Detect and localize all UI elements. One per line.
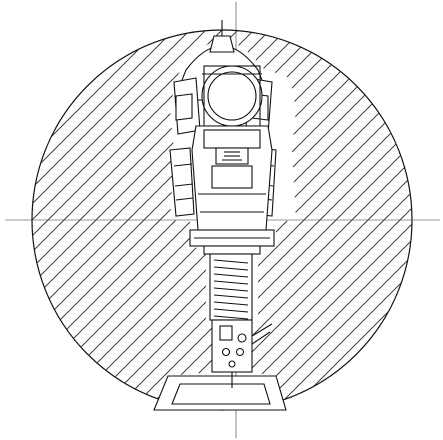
- hatch-line: [32, 30, 237, 410]
- hatch-line: [243, 30, 412, 410]
- hatch-line: [32, 30, 189, 410]
- hatch-line: [32, 30, 253, 410]
- robot-body: [153, 20, 287, 411]
- base-plate: [189, 229, 275, 255]
- hatch-line: [259, 30, 412, 410]
- duct-slat: [213, 266, 249, 271]
- controller-box: [211, 319, 273, 373]
- hatch-line: [227, 30, 412, 410]
- hatch-line: [211, 30, 412, 410]
- duct-slat: [213, 259, 249, 264]
- duct-slat: [213, 301, 249, 306]
- duct-slat: [213, 294, 249, 299]
- shoulder-joint: [201, 65, 263, 127]
- hatch-line: [32, 30, 205, 410]
- left-motor: [169, 77, 201, 217]
- duct-slat: [213, 308, 249, 313]
- arm-frame: [191, 125, 273, 231]
- duct-slat: [213, 273, 249, 278]
- duct-slat: [213, 287, 249, 292]
- hatch-line: [195, 30, 412, 410]
- floor-mount: [153, 372, 287, 411]
- duct-slat: [213, 315, 249, 320]
- hatch-line: [32, 30, 221, 410]
- cable-duct: [209, 253, 253, 321]
- duct-slat: [213, 280, 249, 285]
